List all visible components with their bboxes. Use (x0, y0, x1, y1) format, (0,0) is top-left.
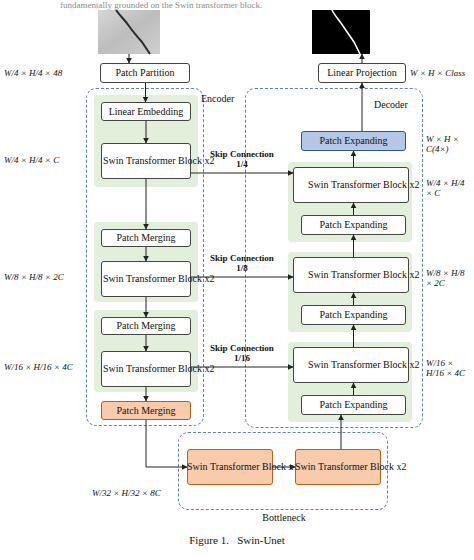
flow-arrow (146, 387, 147, 401)
flow-arrow (146, 335, 147, 351)
output-arrow (362, 54, 363, 63)
input-image (98, 10, 160, 54)
dimension-label: W/8 × H/8 × 2C (4, 272, 84, 282)
flow-arrow (341, 415, 342, 449)
box-label: Patch Merging (117, 405, 176, 417)
flow-arrow (145, 83, 146, 102)
flow-arrow (353, 325, 354, 347)
dimension-label: W/32 × H/32 × 8C (92, 488, 176, 498)
box-label: Patch Partition (115, 67, 174, 79)
output-mask (312, 10, 370, 54)
process-box: Swin Transformer Block x2 (101, 351, 191, 387)
dimension-label: W/16 × H/16 × 4C (426, 358, 472, 378)
group-title: Bottleneck (179, 512, 389, 523)
process-box: Swin Transformer Block x2 (293, 347, 409, 383)
box-label: Swin Transformer Block x2 (103, 363, 189, 375)
flow-arrow (146, 247, 147, 261)
skip-connection-arrow (191, 277, 293, 278)
flow-arrow (146, 179, 147, 229)
mask-crack-line (332, 10, 360, 54)
flow-arrow (146, 420, 187, 467)
skip-connection-arrow (191, 173, 293, 174)
connector-label: Skip Connection 1/4 (205, 149, 279, 169)
process-box: Patch Merging (101, 401, 191, 420)
box-label: Patch Merging (117, 320, 176, 332)
flow-arrow (353, 383, 354, 395)
flow-arrow (353, 293, 354, 305)
box-label: Swin Transformer Block x2 (308, 269, 394, 281)
flow-arrow (353, 203, 354, 215)
stage-band (288, 342, 412, 422)
dimension-label: W/4 × H/4 × C (4, 155, 84, 165)
process-box: Patch Merging (101, 317, 191, 335)
dimension-label: W/4 × H/4 × C (426, 178, 472, 198)
stage-band (94, 222, 198, 302)
box-label: Swin Transformer Block x1 (187, 461, 273, 473)
stage-band (94, 95, 198, 187)
box-label: Patch Expanding (319, 219, 387, 231)
box-label: Swin Transformer Block x2 (308, 359, 394, 371)
box-label: Patch Expanding (319, 309, 387, 321)
flow-arrow (146, 297, 147, 317)
connector-label: Skip Connection 1/8 (205, 253, 279, 273)
stage-band (288, 162, 412, 242)
process-box: Patch Expanding (301, 131, 406, 151)
box-label: Linear Projection (327, 67, 397, 79)
input-arrow (129, 54, 130, 63)
box-label: Swin Transformer Block x2 (308, 179, 394, 191)
process-box: Patch Expanding (301, 395, 406, 415)
dimension-label: W/4 × H/4 × 48 (4, 68, 84, 78)
dimension-label: W × H × C(4×) (426, 134, 472, 154)
module-group: BottleneckSwin Transformer Block x1Swin … (178, 432, 388, 510)
process-box: Patch Expanding (301, 305, 406, 325)
dimension-label: W × H × Class (410, 68, 472, 78)
group-title: Encoder (201, 93, 234, 104)
group-title: Decoder (374, 99, 408, 110)
crack-line (116, 10, 150, 54)
box-label: Swin Transformer Block x2 (103, 273, 189, 285)
figure-caption: Figure 1. Swin-Unet (0, 534, 474, 546)
dimension-label: W/8 × H/8 × 2C (426, 268, 472, 288)
process-box: Linear Projection (318, 63, 406, 83)
process-box: Swin Transformer Block x2 (101, 261, 191, 297)
box-label: Patch Expanding (319, 135, 387, 147)
module-group: EncoderLinear EmbeddingSwin Transformer … (86, 88, 204, 426)
box-label: Linear Embedding (109, 106, 184, 118)
process-box: Swin Transformer Block x2 (293, 257, 409, 293)
stage-band (94, 310, 198, 392)
box-label: Swin Transformer Block x2 (295, 461, 381, 473)
process-box: Patch Expanding (301, 215, 406, 235)
process-box: Swin Transformer Block x2 (101, 143, 191, 179)
flow-arrow (353, 235, 354, 257)
dimension-label: W/16 × H/16 × 4C (4, 362, 84, 372)
flow-arrow (362, 83, 363, 131)
flow-arrow (273, 467, 295, 468)
process-box: Swin Transformer Block x1 (187, 449, 273, 485)
box-label: Patch Merging (117, 232, 176, 244)
process-box: Swin Transformer Block x2 (293, 167, 409, 203)
stage-band (288, 252, 412, 332)
process-box: Linear Embedding (101, 102, 191, 121)
box-label: Patch Expanding (319, 399, 387, 411)
skip-connection-arrow (191, 367, 293, 368)
process-box: Swin Transformer Block x2 (295, 449, 381, 485)
box-label: Swin Transformer Block x2 (103, 155, 189, 167)
process-box: Patch Merging (101, 229, 191, 247)
flow-arrow (353, 151, 354, 167)
connector-label: Skip Connection 1/16 (205, 343, 279, 363)
flow-arrow (146, 121, 147, 143)
page-text: fundamentally grounded on the Swin trans… (60, 0, 440, 10)
process-box: Patch Partition (100, 63, 190, 83)
